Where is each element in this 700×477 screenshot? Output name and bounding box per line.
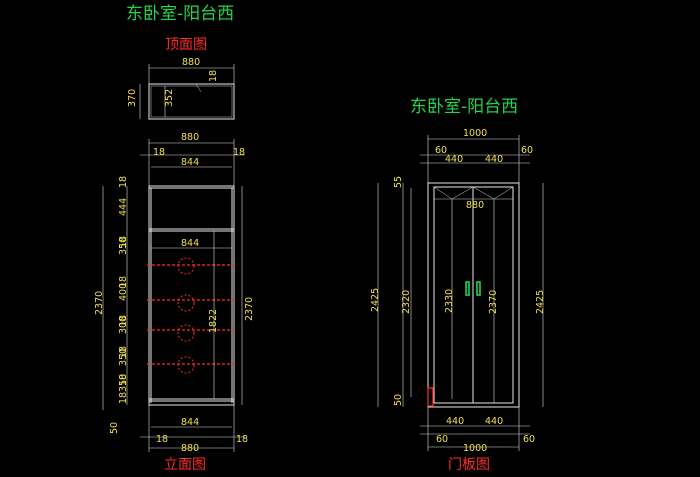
front-view: 844 1822 844 18 18 880 50 xyxy=(109,185,248,454)
dim-vertical-segment: 18 xyxy=(118,276,129,288)
left-drawing: 东卧室-阳台西 顶面图 880 18 370 352 880 18 18 xyxy=(94,4,255,473)
dim-bottom-door-right: 440 xyxy=(485,416,503,427)
dim-inner-width: 880 xyxy=(466,200,484,211)
dim-bottom-gap-right: 60 xyxy=(523,434,535,445)
door-handle-left xyxy=(465,281,470,296)
dim-bottom-gap-left: 60 xyxy=(436,434,448,445)
door-swing-left xyxy=(433,186,474,200)
front-view-top-dims: 880 18 18 844 xyxy=(140,132,245,186)
dim-bottom-side-left: 18 xyxy=(156,434,168,445)
dim-top-gap-right: 60 xyxy=(521,145,533,156)
top-view: 880 18 370 352 xyxy=(127,57,235,120)
dim-total-height-left: 2425 xyxy=(370,288,381,312)
dim-top-depth: 370 xyxy=(127,89,138,107)
dim-top-gap-left: 60 xyxy=(435,145,447,156)
dim-top-door-right: 440 xyxy=(485,154,503,165)
dim-total-height-right: 2370 xyxy=(244,297,255,321)
dim-vertical-segment: 350 xyxy=(118,237,129,255)
dim-top-width: 880 xyxy=(182,57,200,68)
dim-front-outer-width: 880 xyxy=(181,132,199,143)
dim-inner-height: 2330 xyxy=(444,289,455,313)
dim-vertical-segment: 18 xyxy=(118,374,129,386)
dim-vertical-segment: 350 xyxy=(118,348,129,366)
dim-bottom-width: 844 xyxy=(181,417,199,428)
left-title: 东卧室-阳台西 xyxy=(126,4,234,24)
dim-vertical-segment: 350 xyxy=(118,374,129,392)
dim-bottom-outer-width: 880 xyxy=(181,443,199,454)
dim-front-side-left: 18 xyxy=(153,147,165,158)
kick-marker xyxy=(427,387,434,407)
dim-bottom-margin: 50 xyxy=(393,394,404,406)
dim-bottom-width: 1000 xyxy=(463,443,487,454)
dim-total-height-left: 2370 xyxy=(94,291,105,315)
dim-vertical-segment: 300 xyxy=(118,316,129,334)
door-view-label: 门板图 xyxy=(448,457,490,473)
dim-bottom-side-right: 18 xyxy=(236,434,248,445)
top-view-label: 顶面图 xyxy=(165,37,207,53)
dim-top-margin: 55 xyxy=(393,176,404,188)
dim-body-height: 2370 xyxy=(488,290,499,314)
door-swing-right xyxy=(472,186,514,200)
dim-bottom-door-left: 440 xyxy=(446,416,464,427)
dim-top-door-left: 440 xyxy=(445,154,463,165)
hole-marker xyxy=(177,324,195,342)
dim-top-inner-depth: 352 xyxy=(164,89,175,107)
dim-shelf-width: 844 xyxy=(181,238,199,249)
top-view-break xyxy=(195,83,202,93)
dim-vertical-segment: 18 xyxy=(118,236,129,248)
dim-vertical-segment: 18 xyxy=(118,346,129,358)
hole-marker xyxy=(177,257,195,275)
right-title: 东卧室-阳台西 xyxy=(410,97,518,117)
cabinet-outline xyxy=(148,185,235,406)
dim-total-height-right: 2425 xyxy=(535,290,546,314)
door-frame xyxy=(427,182,520,408)
dim-kick: 50 xyxy=(109,422,120,434)
dim-top-thickness: 18 xyxy=(208,70,219,82)
dim-front-inner-width: 844 xyxy=(181,157,199,168)
front-view-label: 立面图 xyxy=(164,457,206,473)
hole-marker xyxy=(177,294,195,312)
dim-vertical-segment: 400 xyxy=(118,283,129,301)
dim-door-height: 2320 xyxy=(401,290,412,314)
dim-inner-height: 1822 xyxy=(208,309,219,333)
door-handle-right xyxy=(476,281,481,296)
hole-marker xyxy=(177,356,195,374)
dim-vertical-segment: 18 xyxy=(118,392,129,404)
top-view-inner xyxy=(150,85,233,118)
dim-top-width: 1000 xyxy=(463,128,487,139)
top-view-outline xyxy=(148,83,235,120)
dim-vertical-segment: 18 xyxy=(118,176,129,188)
dim-vertical-segment: 444 xyxy=(118,198,129,216)
dim-front-side-right: 18 xyxy=(233,147,245,158)
right-drawing: 东卧室-阳台西 1000 60 440 440 60 880 2330 2370… xyxy=(370,97,546,473)
dim-vertical-segment: 18 xyxy=(118,315,129,327)
